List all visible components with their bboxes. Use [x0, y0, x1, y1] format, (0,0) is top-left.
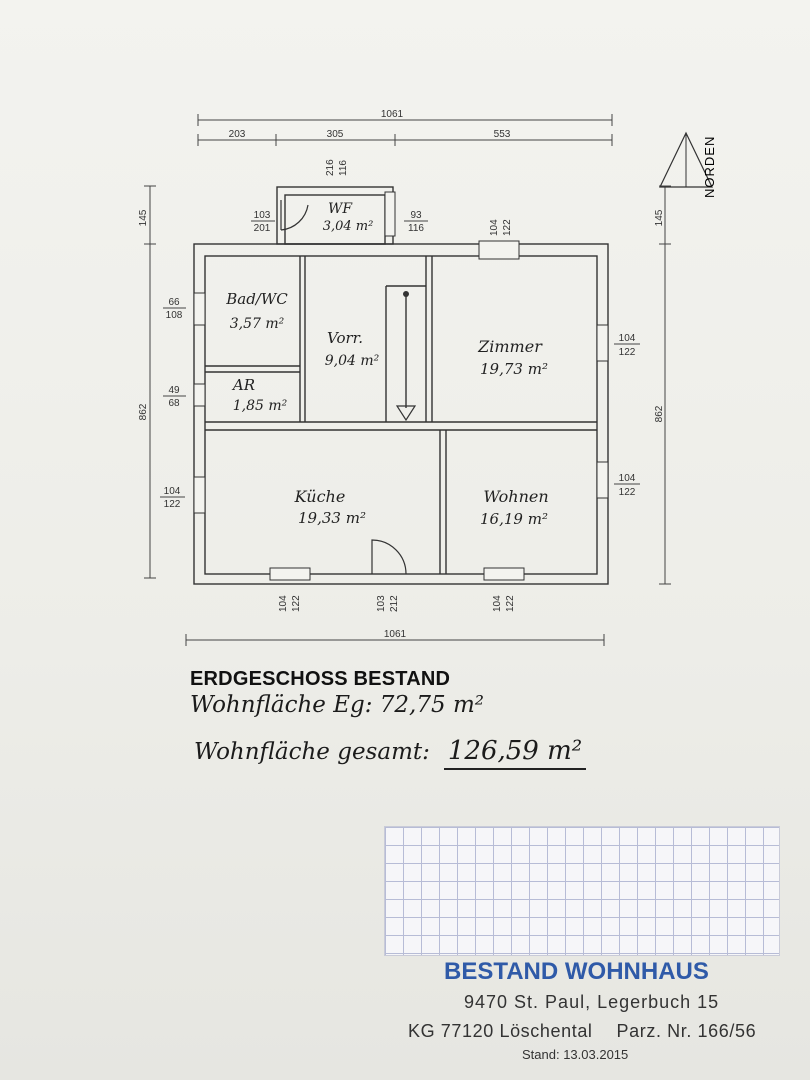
wf-right-bottom: 116	[408, 223, 424, 234]
wohnen-right-bottom: 122	[619, 487, 636, 498]
stamp-kg: KG 77120 Löschental	[408, 1021, 593, 1041]
room-zimmer-area: 19,73 m²	[480, 360, 548, 378]
dim-overall-top: 1061	[381, 109, 404, 120]
floor-plan-drawing: 1061 203 305 553 145 862 145 862 1061 NO…	[138, 109, 717, 646]
graph-paper-patch	[384, 826, 780, 956]
room-ar-area: 1,85 m²	[233, 398, 288, 414]
wohnen-bottom-a: 104	[492, 595, 503, 612]
dim-seg-2: 305	[327, 129, 344, 140]
dim-seg-3: 553	[494, 129, 511, 140]
room-bad-name: Bad/WC	[225, 290, 288, 308]
wf-door-top: 103	[254, 210, 271, 221]
north-arrow-icon	[659, 131, 713, 188]
room-ar-name: AR	[231, 376, 255, 394]
bad-left-bottom: 108	[166, 310, 183, 321]
stamp-kg-row: KG 77120 Löschental Parz. Nr. 166/56	[408, 1021, 756, 1042]
wf-top-a: 216	[325, 159, 336, 176]
wf-door-bottom: 201	[254, 223, 271, 234]
room-kueche-name: Küche	[294, 487, 346, 506]
stamp-address: 9470 St. Paul, Legerbuch 15	[464, 992, 720, 1012]
plan-title: ERDGESCHOSS BESTAND	[190, 668, 451, 690]
living-area-ground-floor: Wohnfläche Eg: 72,75 m²	[190, 692, 484, 718]
ar-left-top: 49	[168, 385, 180, 396]
room-zimmer-name: Zimmer	[477, 337, 543, 356]
living-area-total-value: 126,59 m²	[443, 736, 587, 770]
stamp-date: Stand: 13.03.2015	[522, 1047, 629, 1062]
stamp-title: BESTAND WOHNHAUS	[444, 958, 709, 985]
kueche-bottom-b: 122	[291, 595, 302, 612]
wf-top-b: 116	[338, 160, 349, 176]
room-vorr-name: Vorr.	[327, 329, 363, 347]
zimmer-top-a: 104	[489, 219, 500, 236]
zimmer-right-bottom: 122	[619, 347, 636, 358]
room-wf-name: WF	[328, 201, 353, 217]
room-bad-area: 3,57 m²	[230, 316, 285, 332]
wf-right-top: 93	[410, 210, 422, 221]
dim-depth-right: 862	[654, 405, 665, 422]
room-wf-area: 3,04 m²	[323, 219, 374, 234]
living-area-total-row: Wohnfläche gesamt: 126,59 m²	[194, 736, 587, 770]
room-wohnen-area: 16,19 m²	[480, 510, 548, 528]
wohnen-bottom-b: 122	[505, 595, 516, 612]
north-label: NORDEN	[702, 136, 717, 198]
wohnen-right-top: 104	[619, 473, 636, 484]
dim-wf-left: 145	[138, 209, 149, 226]
stamp-parz: Parz. Nr. 166/56	[616, 1021, 757, 1041]
zimmer-right-top: 104	[619, 333, 636, 344]
kueche-left-bottom: 122	[164, 499, 181, 510]
room-wohnen-name: Wohnen	[483, 487, 548, 506]
door-bottom-a: 103	[376, 595, 387, 612]
dim-seg-1: 203	[229, 129, 246, 140]
zimmer-top-b: 122	[502, 219, 513, 236]
ar-left-bottom: 68	[168, 398, 180, 409]
dim-wf-right: 145	[654, 209, 665, 226]
room-kueche-area: 19,33 m²	[298, 509, 366, 527]
bad-left-top: 66	[168, 297, 180, 308]
room-vorr-area: 9,04 m²	[325, 353, 380, 369]
door-bottom-b: 212	[389, 595, 400, 612]
dim-overall-bottom: 1061	[384, 629, 407, 640]
kueche-left-top: 104	[164, 486, 181, 497]
living-area-total-label: Wohnfläche gesamt:	[194, 739, 430, 765]
kueche-bottom-a: 104	[278, 595, 289, 612]
dim-depth-left: 862	[138, 403, 149, 420]
